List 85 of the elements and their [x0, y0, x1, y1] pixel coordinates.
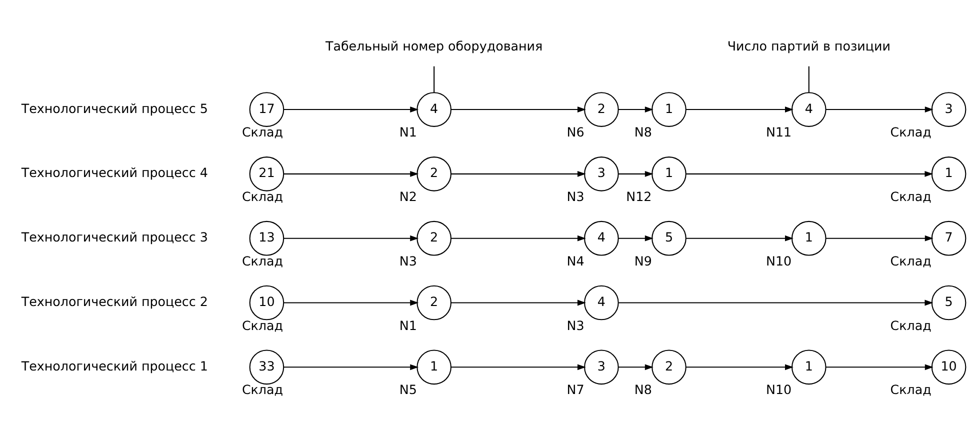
- arrow: [284, 170, 419, 176]
- arrow: [284, 234, 419, 241]
- arrow: [450, 106, 586, 112]
- node-circle: 1: [931, 156, 966, 191]
- arrow: [618, 234, 654, 241]
- node-label: N8: [634, 124, 652, 140]
- arrow: [618, 364, 654, 370]
- node-text: Число партий в позиции: [727, 38, 890, 53]
- node-label: N4: [566, 252, 584, 268]
- arrow: [284, 364, 419, 370]
- node-label: Склад: [890, 252, 932, 268]
- node-circle: 13: [249, 220, 284, 256]
- arrow: [686, 234, 794, 241]
- node-label: N3: [566, 317, 584, 332]
- label: Технологический процесс 2: [21, 294, 208, 309]
- node-circle: 4: [584, 284, 619, 320]
- arrow: [826, 364, 934, 370]
- label: Технологический процесс 5: [21, 100, 208, 116]
- node-circle: 3: [584, 349, 619, 384]
- node-circle: 1: [652, 156, 686, 191]
- node-label: N11: [766, 124, 792, 140]
- node-circle: 2: [416, 284, 452, 320]
- arrow: [284, 299, 419, 306]
- node-label: Склад: [242, 124, 284, 140]
- node-circle: 10: [249, 284, 284, 320]
- arrow: [450, 234, 586, 241]
- node-circle: 7: [931, 220, 966, 256]
- node-circle: 3: [584, 156, 619, 191]
- node-circle: 4: [416, 92, 452, 126]
- node-circle: 21: [249, 156, 284, 191]
- node-label: Склад: [242, 188, 284, 204]
- node-circle: 2: [584, 92, 619, 126]
- node-label: N1: [399, 124, 417, 140]
- node-circle: 17: [249, 92, 284, 126]
- arrow: [686, 170, 934, 176]
- node-label: Склад: [242, 382, 284, 397]
- node-circle: 1: [416, 349, 452, 384]
- node-circle: 5: [652, 220, 686, 256]
- node-circle: 4: [584, 220, 619, 256]
- arrow: [686, 106, 794, 112]
- arrow: [826, 234, 934, 241]
- node-label: N10: [766, 382, 792, 397]
- node-text: Табельный номер оборудования: [325, 38, 543, 53]
- arrow: [450, 299, 586, 306]
- node-label: Склад: [242, 252, 284, 268]
- node-label: N2: [399, 188, 417, 204]
- node-circle: 4: [791, 92, 826, 126]
- node-label: Склад: [890, 188, 932, 204]
- node-label: N7: [566, 382, 584, 397]
- node-circle: 33: [249, 349, 284, 384]
- node-label: N1: [399, 317, 417, 332]
- node-label: N6: [566, 124, 584, 140]
- node-label: N3: [566, 188, 584, 204]
- node-label: N12: [626, 188, 652, 204]
- node-label: Склад: [890, 317, 932, 332]
- node-circle: 2: [652, 349, 686, 384]
- node-label: Склад: [890, 382, 932, 397]
- node-label: N8: [634, 382, 652, 397]
- label: Технологический процесс 1: [21, 358, 208, 373]
- node-circle: 1: [652, 92, 686, 126]
- node-label: N5: [399, 382, 417, 397]
- label: Технологический процесс 3: [21, 229, 208, 244]
- label: Технологический процесс 4: [21, 164, 208, 180]
- node-label: N10: [766, 252, 792, 268]
- arrow: [284, 106, 419, 112]
- node-circle: 2: [416, 220, 452, 256]
- node-label: N3: [399, 252, 417, 268]
- arrow: [618, 106, 654, 112]
- node-circle: 1: [791, 349, 826, 384]
- connector: [434, 66, 435, 92]
- node-label: Склад: [890, 124, 932, 140]
- connector: [808, 66, 810, 92]
- arrow: [686, 364, 794, 370]
- node-circle: 10: [931, 349, 966, 384]
- node-circle: 3: [931, 92, 966, 126]
- arrow: [450, 364, 586, 370]
- arrow: [618, 299, 934, 306]
- arrow: [826, 106, 934, 112]
- node-label: N9: [634, 252, 652, 268]
- node-circle: 1: [791, 220, 826, 256]
- arrow: [450, 170, 586, 176]
- arrow: [618, 170, 654, 176]
- node-circle: 5: [931, 284, 966, 320]
- node-circle: 2: [416, 156, 452, 191]
- node-label: Склад: [242, 317, 284, 332]
